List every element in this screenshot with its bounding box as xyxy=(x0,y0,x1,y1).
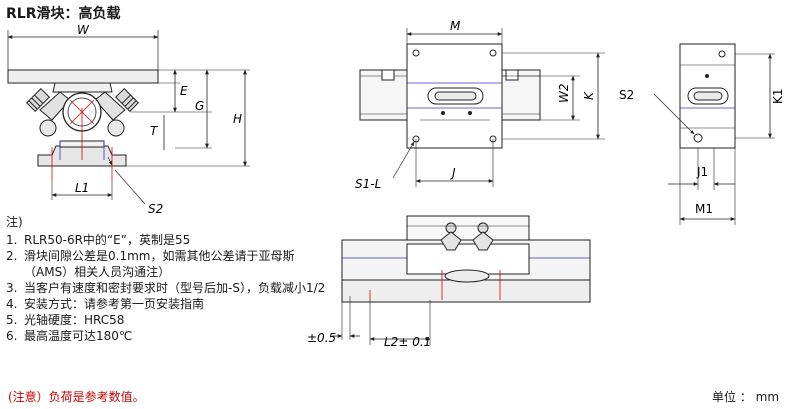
note-number: 4. xyxy=(6,297,18,311)
notes-heading: 注) xyxy=(6,215,23,229)
dim-J1: J1 xyxy=(696,165,708,179)
dim-M: M xyxy=(450,19,461,33)
note-number: 1. xyxy=(6,233,18,247)
dim-E: E xyxy=(180,84,188,98)
dim-M1: M1 xyxy=(695,202,713,216)
page-title: RLR滑块：高负载 xyxy=(6,6,121,22)
top-view xyxy=(359,28,605,187)
list-item: 3. 当客户有速度和密封要求时（型号后加-S），负载减小1/2 xyxy=(6,280,326,296)
dim-L2: L2± 0.1 xyxy=(384,335,431,349)
front-view xyxy=(7,30,250,205)
note-text: RLR50-6R中的“E”，英制是55 xyxy=(24,233,191,247)
note-text: 光轴硬度：HRC58 xyxy=(24,313,125,327)
note-number: 2. xyxy=(6,249,18,263)
list-item: 2. 滑块间隙公差是0.1mm，如需其他公差请于亚母斯（AMS）相关人员沟通注） xyxy=(6,248,326,280)
list-item: 5. 光轴硬度：HRC58 xyxy=(6,312,326,328)
notes-section: 注) 1. RLR50-6R中的“E”，英制是55 2. 滑块间隙公差是0.1mm，… xyxy=(6,214,326,344)
notes-list: 1. RLR50-6R中的“E”，英制是55 2. 滑块间隙公差是0.1mm，如需其… xyxy=(6,232,326,344)
note-text: 当客户有速度和密封要求时（型号后加-S），负载减小1/2 xyxy=(24,281,326,295)
dim-K: K xyxy=(582,91,596,100)
caution-note: (注意）负荷是参考数值。 xyxy=(8,390,145,404)
dim-tol: ±0.5 xyxy=(307,331,336,345)
list-item: 6. 最高温度可达180℃ xyxy=(6,328,326,344)
note-number: 5. xyxy=(6,313,18,327)
dim-J: J xyxy=(450,166,456,180)
list-item: 1. RLR50-6R中的“E”，英制是55 xyxy=(6,232,326,248)
dim-S2-side: S2 xyxy=(619,88,634,102)
note-text: 滑块间隙公差是0.1mm，如需其他公差请于亚母斯（AMS）相关人员沟通注） xyxy=(24,249,295,279)
note-number: 6. xyxy=(6,329,18,343)
dim-W: W xyxy=(77,23,90,37)
note-number: 3. xyxy=(6,281,18,295)
dim-G: G xyxy=(195,99,204,113)
dim-H: H xyxy=(233,112,242,126)
dim-S1L: S1-L xyxy=(355,177,381,191)
list-item: 4. 安装方式：请参考第一页安装指南 xyxy=(6,296,326,312)
note-text: 安装方式：请参考第一页安装指南 xyxy=(24,297,205,311)
dim-L1: L1 xyxy=(75,181,89,195)
unit-label: 单位 ： mm xyxy=(712,390,780,404)
roller-right xyxy=(114,87,140,113)
longitudinal-view xyxy=(332,215,591,345)
dim-W2: W2 xyxy=(557,84,571,104)
note-text: 最高温度可达180℃ xyxy=(24,329,133,343)
side-view xyxy=(653,43,775,225)
dim-T: T xyxy=(150,124,159,138)
dim-S2: S2 xyxy=(148,202,163,216)
dim-K1: K1 xyxy=(771,88,785,104)
roller-left xyxy=(25,87,51,113)
